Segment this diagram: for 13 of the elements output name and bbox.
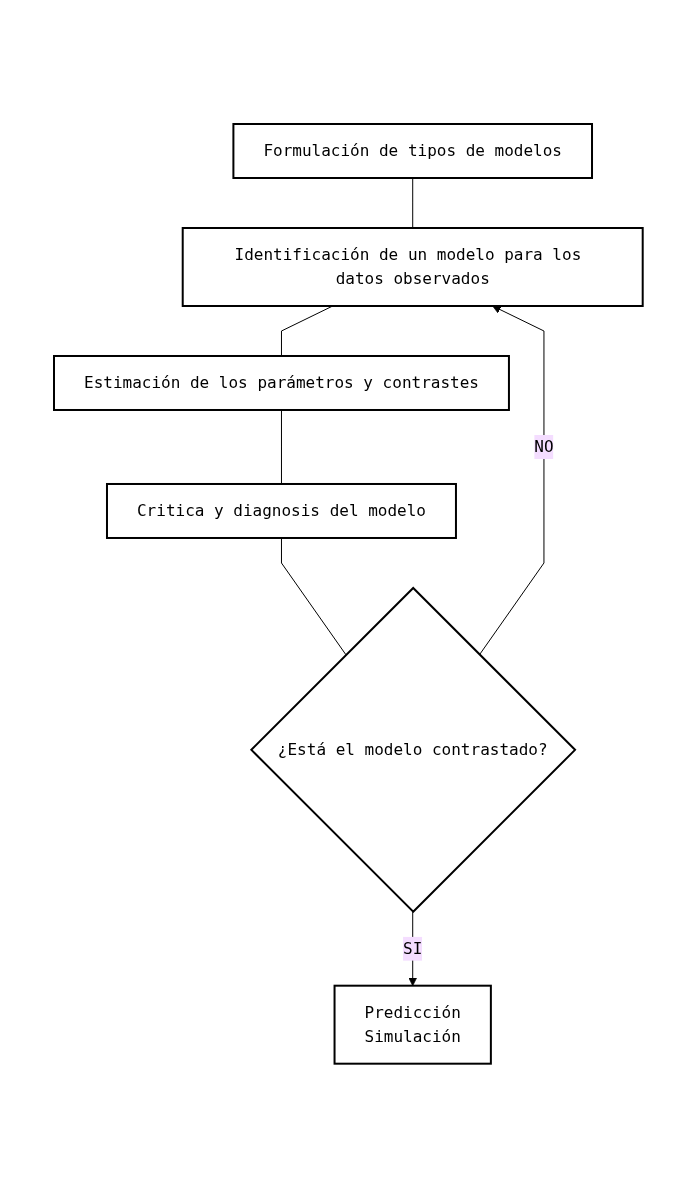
- arrow: [408, 911, 418, 987]
- connector: [412, 177, 414, 229]
- node-diamond: ¿Está el modelo contrastado?: [250, 586, 577, 914]
- connector: [281, 537, 347, 656]
- node-box: Critica y diagnosis del modelo: [106, 483, 458, 540]
- node-box: Predicción Simulación: [333, 984, 492, 1065]
- arrow: [479, 305, 545, 656]
- node-box: Estimación de los parámetros y contrastes: [53, 355, 511, 412]
- connector: [281, 409, 283, 485]
- edge-label: SI: [403, 938, 423, 958]
- node-box: Identificación de un modelo para los datos observados: [181, 227, 644, 308]
- edge-label: NO: [534, 437, 554, 457]
- node-box: Formulación de tipos de modelos: [232, 123, 594, 180]
